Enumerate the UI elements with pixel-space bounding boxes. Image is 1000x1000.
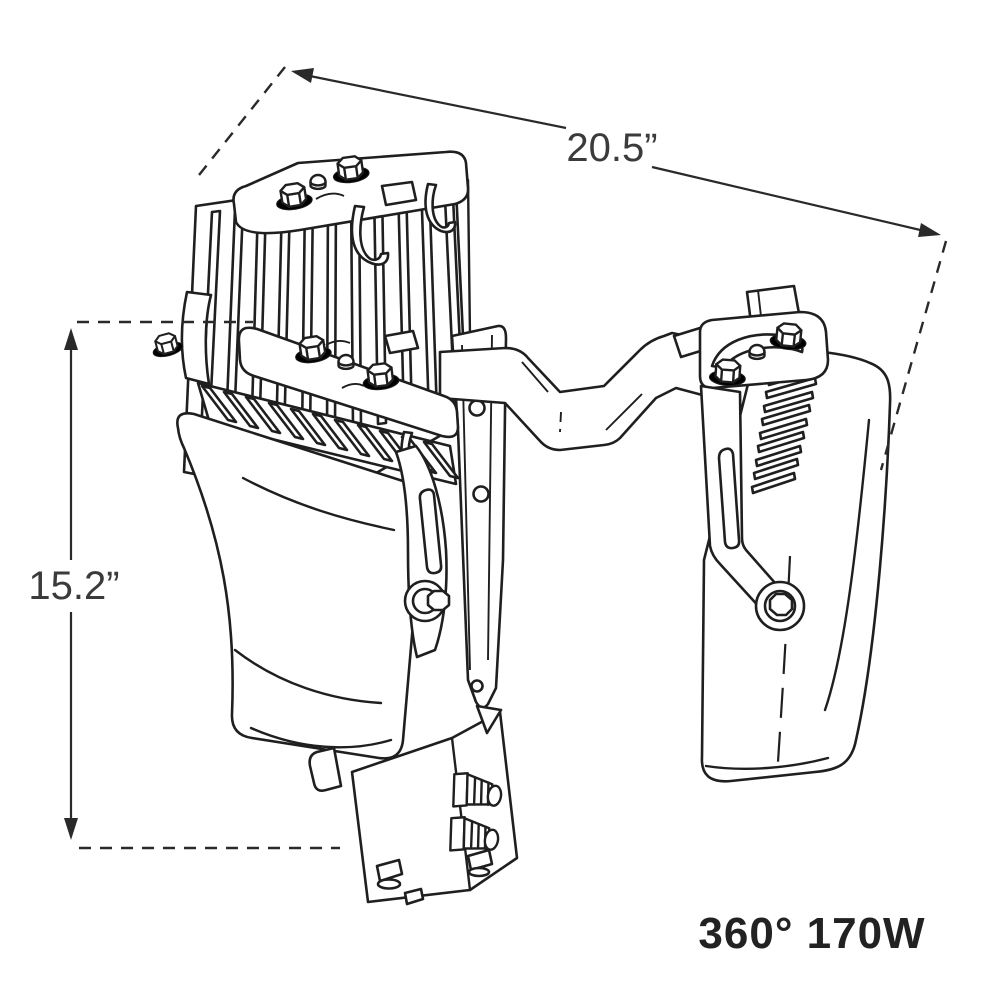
front-adjustment-arm	[394, 444, 451, 659]
dimension-annotations	[64, 66, 948, 850]
mounting-hole	[468, 399, 486, 417]
arrowhead	[64, 818, 78, 840]
product-spec-label: 360° 170W	[698, 909, 925, 958]
extension-line	[198, 66, 286, 176]
body-contour	[823, 418, 871, 712]
rear-mounting-yoke	[232, 150, 470, 266]
corner-gusset	[475, 704, 503, 735]
arrowhead	[64, 328, 78, 350]
extension-line	[879, 240, 948, 471]
arm-slot	[717, 447, 741, 550]
dome-rivet	[337, 353, 355, 371]
bottom-edge	[704, 756, 830, 771]
pivot-hex-bolt	[426, 589, 451, 612]
width-dimension-label: 20.5”	[566, 126, 657, 170]
j-hook	[424, 182, 457, 234]
right-adjustment-arm	[699, 384, 806, 632]
left-clamp-strap	[148, 290, 213, 386]
panel-bottom-edge	[249, 726, 393, 749]
box-stud	[403, 887, 425, 906]
dome-rivet	[748, 343, 766, 361]
box-foot	[466, 848, 494, 872]
box-foot	[467, 866, 491, 878]
panel-crease	[241, 476, 396, 532]
right-yoke	[698, 310, 830, 390]
center-bracket-plate	[450, 324, 508, 709]
fold-mark	[559, 411, 562, 433]
yoke-window	[380, 180, 418, 207]
right-head	[700, 336, 892, 783]
mounting-hole	[470, 679, 484, 693]
yoke-window	[383, 329, 420, 355]
arm-slot	[418, 488, 443, 575]
mounting-ear	[308, 746, 343, 792]
width-dimension	[198, 66, 948, 471]
j-hook	[350, 204, 390, 266]
pivot-hex-bolt	[768, 592, 794, 617]
arrowhead	[918, 223, 941, 237]
height-dimension-label: 15.2”	[28, 564, 119, 608]
arrowhead	[291, 68, 314, 83]
adjustment-slot	[325, 339, 365, 389]
junction-box	[308, 704, 519, 906]
height-dimension	[64, 320, 340, 850]
box-front-edge	[450, 736, 472, 892]
side-hex-bolt	[148, 329, 186, 361]
mounting-hole	[472, 485, 490, 503]
box-foot	[376, 878, 402, 890]
adjustment-slot	[315, 192, 345, 200]
floodlight-drawing	[148, 150, 892, 906]
box-foot	[375, 858, 404, 883]
dome-rivet	[309, 173, 327, 191]
panel-crease	[233, 648, 383, 705]
